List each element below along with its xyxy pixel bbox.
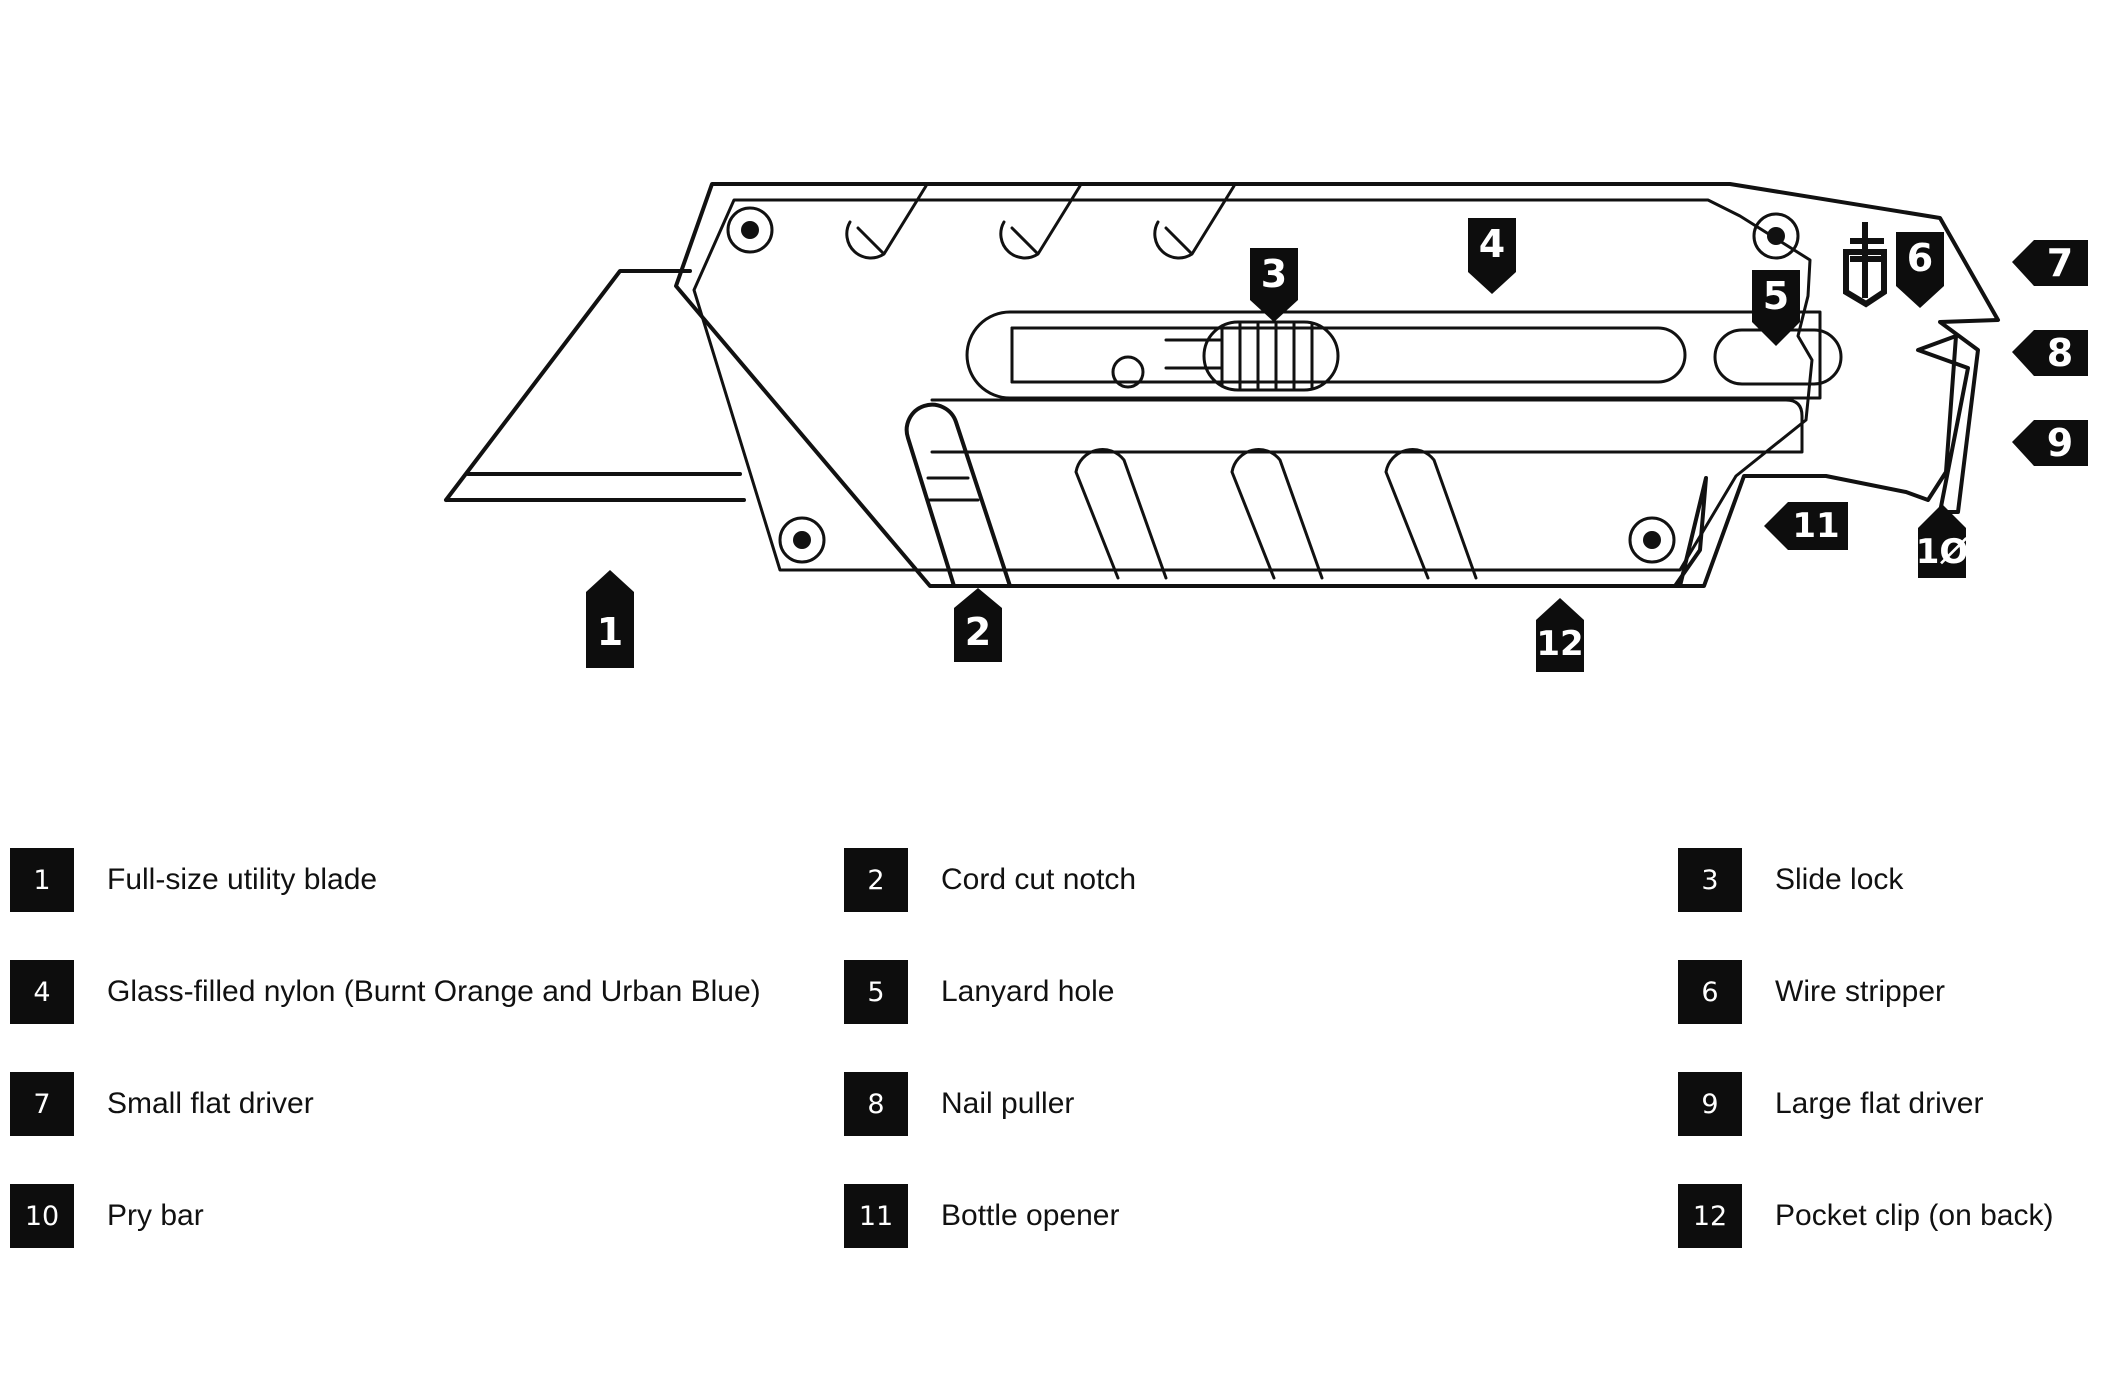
- legend-number-badge: 5: [844, 960, 908, 1024]
- legend-label: Small flat driver: [107, 1087, 314, 1120]
- slide-lock-knob: [1202, 320, 1340, 392]
- callout-label: 1Ø: [1916, 532, 1969, 572]
- legend-item-7: 7 Small flat driver: [10, 1072, 844, 1184]
- legend-item-6: 6 Wire stripper: [1678, 960, 2090, 1072]
- callout-1: 1: [586, 570, 634, 668]
- legend-label: Cord cut notch: [941, 863, 1137, 896]
- callout-4: 4: [1468, 218, 1516, 294]
- callout-label: 2: [965, 610, 991, 654]
- legend-item-2: 2 Cord cut notch: [844, 848, 1678, 960]
- legend-item-1: 1 Full-size utility blade: [10, 848, 844, 960]
- legend-label: Full-size utility blade: [107, 863, 378, 896]
- callout-label: 4: [1479, 222, 1505, 266]
- legend-item-3: 3 Slide lock: [1678, 848, 2090, 960]
- callout-label: 8: [2047, 331, 2073, 375]
- legend-number-badge: 4: [10, 960, 74, 1024]
- callout-label: 6: [1907, 236, 1933, 280]
- legend-label: Pry bar: [107, 1199, 204, 1232]
- bottom-grip-ridges: [1074, 447, 1478, 580]
- legend-number-badge: 9: [1678, 1072, 1742, 1136]
- handle-body: [674, 182, 2000, 588]
- callout-3: 3: [1250, 248, 1298, 322]
- callout-6: 6: [1896, 232, 1944, 308]
- utility-blade: [444, 269, 746, 502]
- legend-item-8: 8 Nail puller: [844, 1072, 1678, 1184]
- callout-label: 1: [597, 610, 623, 654]
- callout-5: 5: [1752, 270, 1800, 346]
- screw-heads: [726, 206, 1800, 564]
- top-grip-ridges: [845, 184, 1236, 260]
- callout-label: 9: [2047, 421, 2073, 465]
- legend-number-badge: 10: [10, 1184, 74, 1248]
- legend-number-badge: 2: [844, 848, 908, 912]
- legend-label: Wire stripper: [1775, 975, 1946, 1008]
- legend-item-11: 11 Bottle opener: [844, 1184, 1678, 1296]
- legend-label: Slide lock: [1775, 863, 1904, 896]
- legend-label: Lanyard hole: [941, 975, 1115, 1008]
- legend: 1 Full-size utility blade 2 Cord cut not…: [10, 848, 2090, 1296]
- callout-label: 5: [1763, 274, 1789, 318]
- legend-label: Large flat driver: [1775, 1087, 1984, 1120]
- utility-tool-diagram: 1 2 3 4 5 6 7 8 9 1Ø 11 12: [444, 182, 2088, 672]
- callout-8: 8: [2012, 330, 2088, 376]
- legend-item-12: 12 Pocket clip (on back): [1678, 1184, 2090, 1296]
- callout-label: 3: [1261, 252, 1287, 296]
- legend-item-10: 10 Pry bar: [10, 1184, 844, 1296]
- legend-item-4: 4 Glass-filled nylon (Burnt Orange and U…: [10, 960, 844, 1072]
- callout-label: 7: [2047, 241, 2073, 285]
- callout-12: 12: [1536, 598, 1584, 672]
- legend-number-badge: 3: [1678, 848, 1742, 912]
- legend-label: Bottle opener: [941, 1199, 1120, 1232]
- legend-label: Nail puller: [941, 1087, 1075, 1120]
- callout-11: 11: [1764, 502, 1848, 550]
- callout-9: 9: [2012, 420, 2088, 466]
- callout-7: 7: [2012, 240, 2088, 286]
- legend-item-5: 5 Lanyard hole: [844, 960, 1678, 1072]
- legend-label: Pocket clip (on back): [1775, 1199, 2054, 1232]
- legend-number-badge: 12: [1678, 1184, 1742, 1248]
- callout-label: 12: [1536, 624, 1583, 664]
- cord-cut-notch: [904, 402, 1012, 588]
- legend-number-badge: 6: [1678, 960, 1742, 1024]
- callout-2: 2: [954, 588, 1002, 662]
- legend-label: Glass-filled nylon (Burnt Orange and Urb…: [107, 975, 761, 1008]
- callout-10: 1Ø: [1916, 504, 1969, 578]
- legend-number-badge: 1: [10, 848, 74, 912]
- legend-number-badge: 8: [844, 1072, 908, 1136]
- legend-number-badge: 11: [844, 1184, 908, 1248]
- legend-number-badge: 7: [10, 1072, 74, 1136]
- legend-item-9: 9 Large flat driver: [1678, 1072, 2090, 1184]
- callout-label: 11: [1792, 506, 1839, 546]
- brand-logo-icon: [1843, 222, 1887, 308]
